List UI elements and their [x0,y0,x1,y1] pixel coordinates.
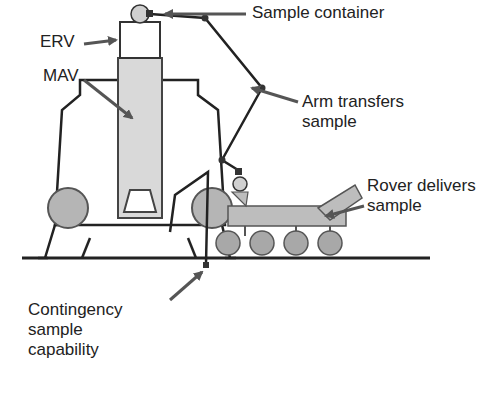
callout-label: ERV [40,32,100,52]
callout-label: Contingency sample capability [28,300,138,360]
callout-label: MAV [43,66,103,86]
callout-label: Sample container [252,3,452,23]
callout-label: Arm transfers sample [302,92,432,132]
callout-label: Rover delivers sample [367,176,477,216]
